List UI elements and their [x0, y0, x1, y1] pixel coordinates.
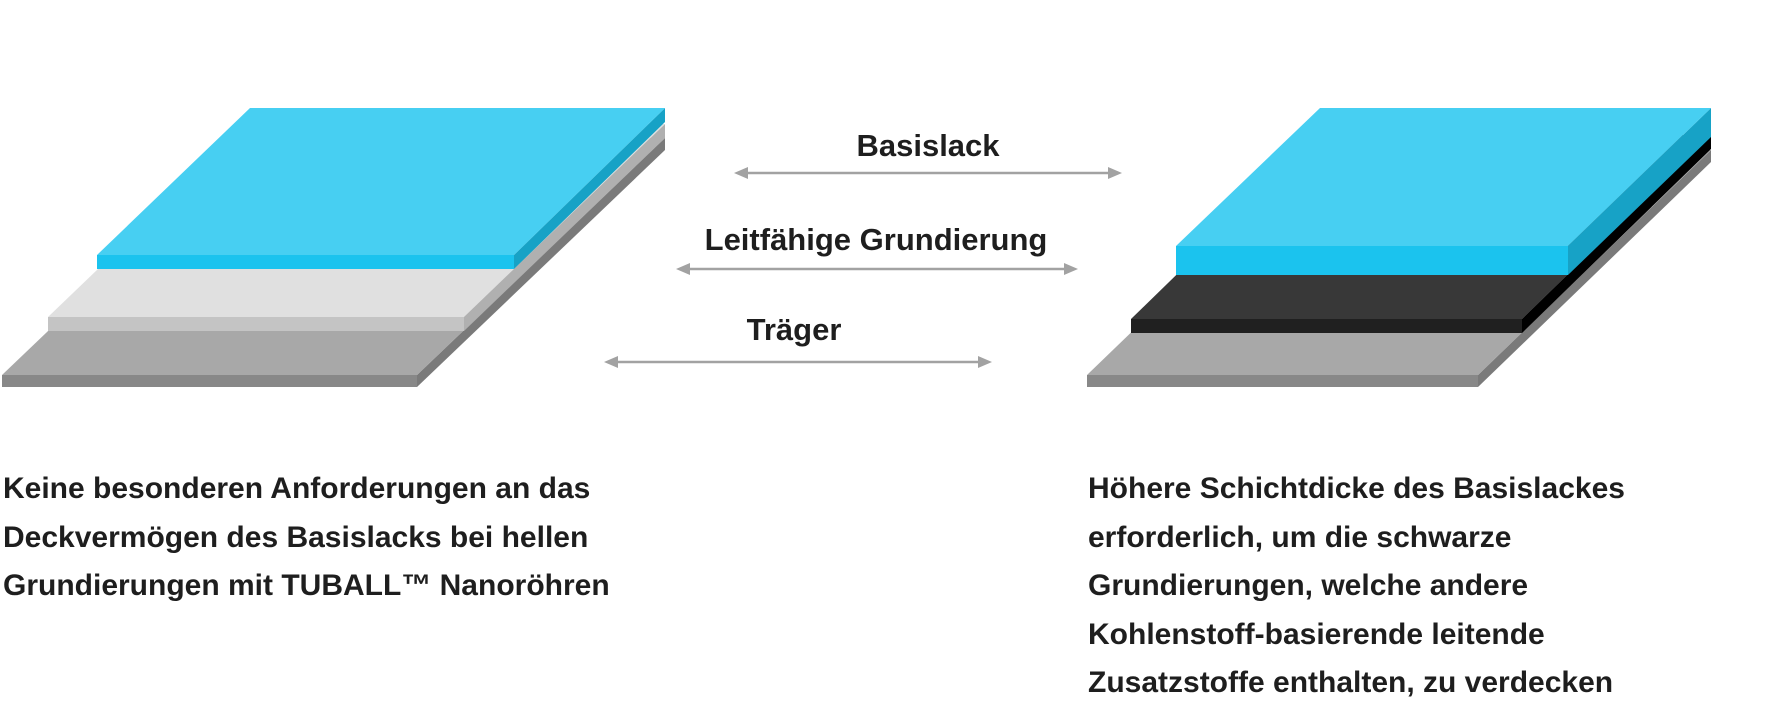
right-caption-line: Zusatzstoffe enthalten, zu verdecken: [1088, 666, 1614, 699]
right-primer-front: [1131, 319, 1522, 333]
right-caption: Höhere Schichtdicke des Basislackes erfo…: [1088, 465, 1625, 708]
right-caption-line: Kohlenstoff-basierende leitende: [1088, 617, 1545, 651]
right-substrate-front: [1087, 375, 1478, 387]
grundierung-label: Leitfähige Grundierung: [704, 222, 1048, 257]
traeger-arrow: [604, 356, 992, 368]
left-basecoat-side: [514, 108, 665, 269]
right-layer-stack: [1087, 108, 1711, 387]
left-basecoat-layer: [97, 108, 665, 269]
right-substrate-side: [1478, 150, 1711, 387]
left-substrate-side: [417, 138, 665, 387]
left-primer-side: [464, 124, 665, 331]
left-caption-line: Keine besonderen Anforderungen an das: [3, 472, 591, 505]
right-caption-line: Grundierungen, welche andere: [1088, 569, 1529, 602]
left-caption: Keine besonderen Anforderungen an das De…: [3, 465, 610, 611]
left-layer-stack: [2, 108, 665, 387]
right-basecoat-layer: [1176, 108, 1711, 275]
basislack-label: Basislack: [856, 128, 1000, 163]
right-basecoat-side: [1568, 108, 1711, 275]
basislack-arrow: [734, 167, 1122, 179]
right-caption-line: Höhere Schichtdicke des Basislackes: [1088, 472, 1625, 505]
grundierung-arrow: [676, 263, 1078, 275]
left-primer-front: [48, 317, 464, 331]
left-caption-line: Grundierungen mit TUBALL™ Nanoröhren: [3, 569, 610, 602]
left-caption-line: Deckvermögen des Basislacks bei hellen: [3, 520, 589, 554]
left-basecoat-top: [97, 108, 665, 255]
right-primer-side: [1522, 135, 1711, 333]
traeger-label: Träger: [746, 312, 842, 347]
right-caption-line: erforderlich, um die schwarze: [1088, 520, 1512, 554]
left-basecoat-front: [97, 255, 514, 269]
right-basecoat-top: [1176, 108, 1711, 246]
left-substrate-front: [2, 375, 417, 387]
right-basecoat-front: [1176, 246, 1568, 275]
